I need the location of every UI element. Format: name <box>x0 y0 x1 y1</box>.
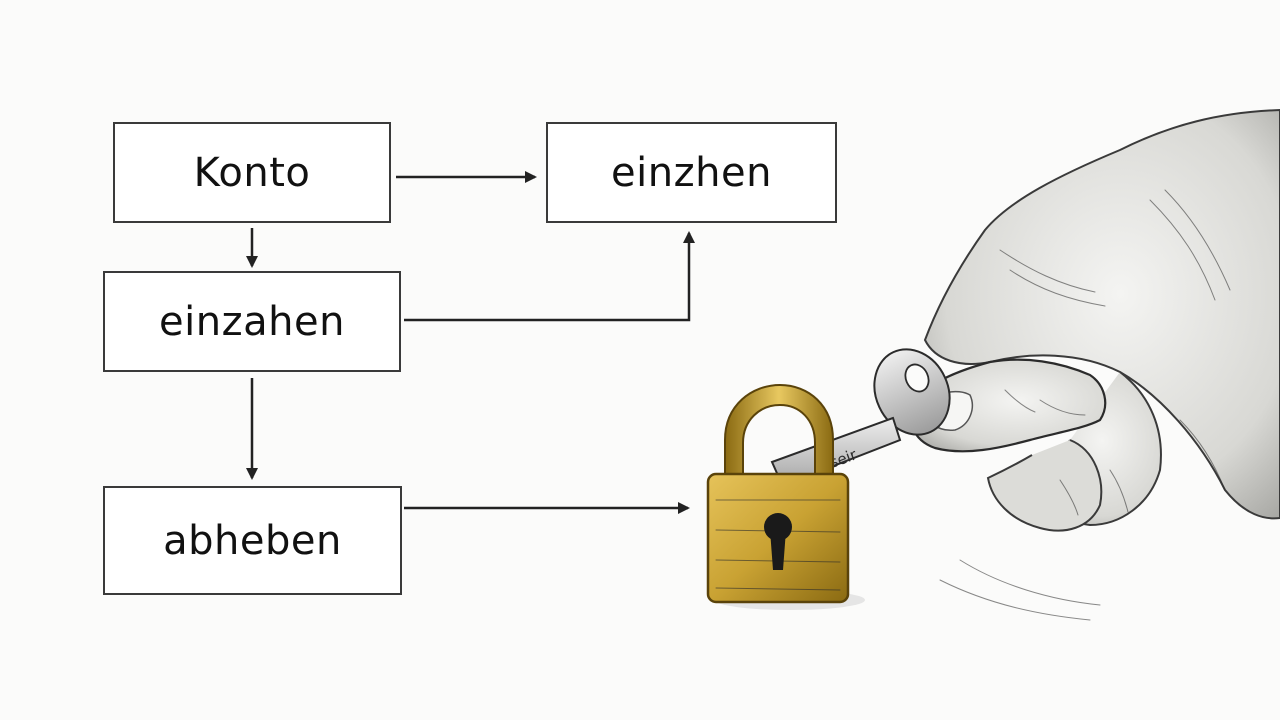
padlock-icon <box>706 383 865 610</box>
key-icon: seir <box>770 348 951 496</box>
node-abheben-label: abheben <box>163 517 342 564</box>
node-einzahen: einzahen <box>103 271 401 372</box>
node-konto: Konto <box>113 122 391 223</box>
node-einzahen-label: einzahen <box>159 298 345 345</box>
node-abheben: abheben <box>103 486 402 595</box>
node-konto-label: Konto <box>193 149 311 196</box>
hand-icon <box>909 108 1280 621</box>
node-einzhen-label: einzhen <box>611 149 772 196</box>
node-einzhen: einzhen <box>546 122 837 223</box>
arrow-einzahen-to-einzhen <box>404 231 695 322</box>
